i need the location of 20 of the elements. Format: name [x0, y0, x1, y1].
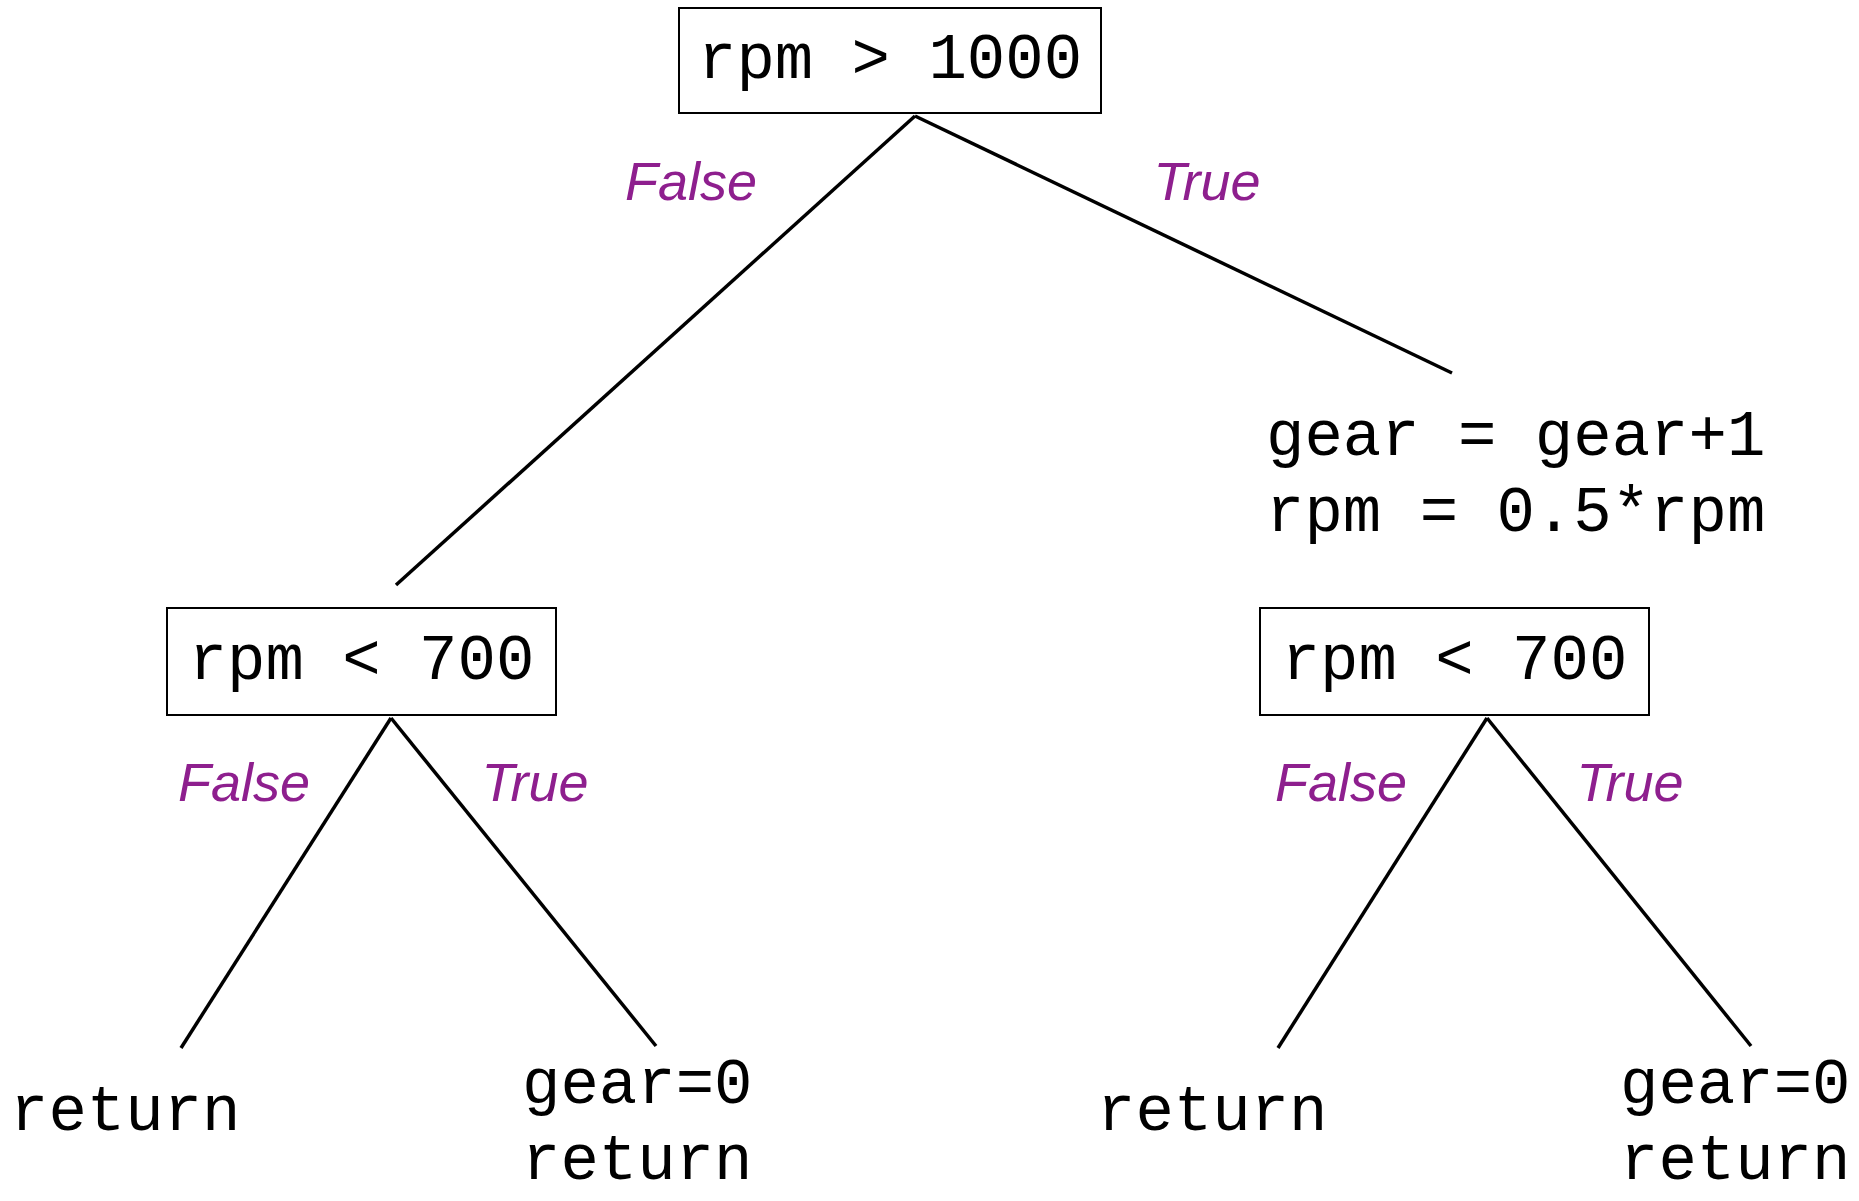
code-statement: return	[10, 1076, 241, 1151]
decision-box	[1259, 607, 1650, 716]
code-statement: return	[522, 1125, 753, 1200]
decision-box	[166, 607, 557, 716]
branch-line	[389, 716, 658, 1048]
condition-text: rpm < 700	[1281, 624, 1628, 700]
decision-box	[678, 7, 1102, 114]
condition-text: rpm > 1000	[697, 23, 1083, 99]
code-statement: return	[1620, 1125, 1851, 1200]
branch-line	[394, 114, 917, 587]
code-statement: gear=0	[522, 1049, 753, 1124]
branch-line	[914, 114, 1453, 375]
code-statement: return	[1097, 1076, 1328, 1151]
branch-line	[1276, 717, 1489, 1049]
code-statement: gear = gear+1	[1266, 401, 1766, 476]
code-statement: rpm = 0.5*rpm	[1266, 477, 1766, 552]
condition-text: rpm < 700	[188, 624, 535, 700]
code-statement: gear=0	[1620, 1049, 1851, 1124]
branch-line	[179, 717, 393, 1049]
branch-line	[1485, 716, 1753, 1048]
